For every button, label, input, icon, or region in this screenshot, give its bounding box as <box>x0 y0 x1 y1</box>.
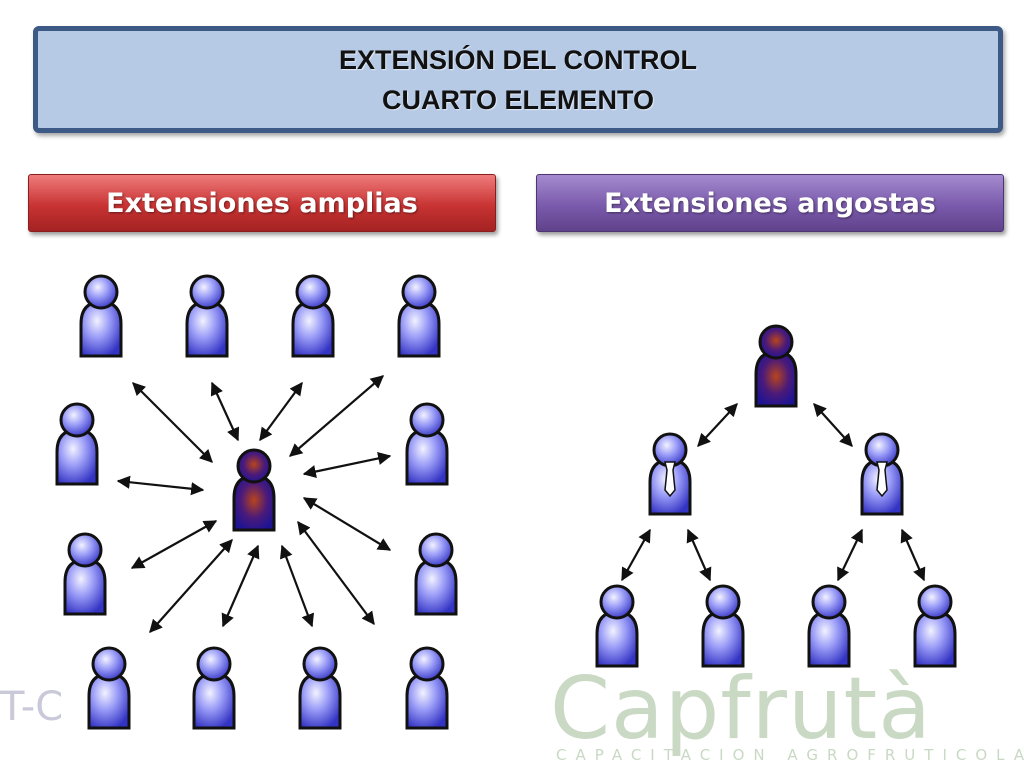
wide-link-arrow <box>210 381 240 442</box>
title-line-2: CUARTO ELEMENTO <box>381 84 655 115</box>
wide-link-arrow <box>279 544 315 628</box>
narrow-link-arrow <box>813 403 853 447</box>
wide-link-arrow <box>221 544 260 628</box>
wide-link-arrow <box>149 539 233 633</box>
wide-span-label: Extensiones amplias <box>28 174 496 232</box>
subordinate-icon <box>298 646 342 730</box>
wide-link-arrow <box>302 451 392 479</box>
title-box: EXTENSIÓN DEL CONTROL CUARTO ELEMENTO <box>33 26 1003 133</box>
wide-link-arrow <box>130 520 218 569</box>
subordinate-icon <box>405 402 449 486</box>
subordinate-icon <box>405 646 449 730</box>
subordinate-icon <box>79 274 123 358</box>
wide-link-arrow <box>259 381 303 442</box>
narrow-span-label: Extensiones angostas <box>536 174 1004 232</box>
top-manager-icon <box>754 324 798 408</box>
subordinate-icon <box>807 584 851 668</box>
narrow-link-arrow <box>697 403 738 447</box>
subordinate-icon <box>414 532 458 616</box>
subordinate-icon <box>192 646 236 730</box>
wide-link-arrow <box>116 475 205 496</box>
narrow-link-arrow <box>686 528 712 582</box>
subordinate-icon <box>701 584 745 668</box>
subordinate-icon <box>185 274 229 358</box>
subordinate-icon <box>595 584 639 668</box>
watermark-left-fragment: T-C <box>0 684 64 730</box>
subordinate-icon <box>63 532 107 616</box>
narrow-link-arrow <box>837 528 863 582</box>
narrow-link-arrow <box>900 528 926 582</box>
wide-link-arrow <box>288 375 385 457</box>
subordinate-icon <box>913 584 957 668</box>
watermark-subtitle: CAPACITACION AGROFRUTICOLA <box>556 746 1024 764</box>
subordinate-icon <box>55 402 99 486</box>
middle-manager-icon <box>648 432 692 516</box>
wide-link-arrow <box>297 520 375 626</box>
subordinate-icon <box>291 274 335 358</box>
manager-icon <box>232 448 276 532</box>
wide-link-arrow <box>302 497 392 551</box>
narrow-link-arrow <box>621 528 651 582</box>
title-line-1: EXTENSIÓN DEL CONTROL <box>338 44 698 75</box>
subordinate-icon <box>397 274 441 358</box>
wide-link-arrow <box>132 382 213 463</box>
subordinate-icon <box>87 646 131 730</box>
watermark-logo: Capfrutà CAPACITACION AGROFRUTICOLA <box>550 666 1024 768</box>
middle-manager-icon <box>860 432 904 516</box>
watermark-logo-text: Capfrutà <box>550 659 932 759</box>
